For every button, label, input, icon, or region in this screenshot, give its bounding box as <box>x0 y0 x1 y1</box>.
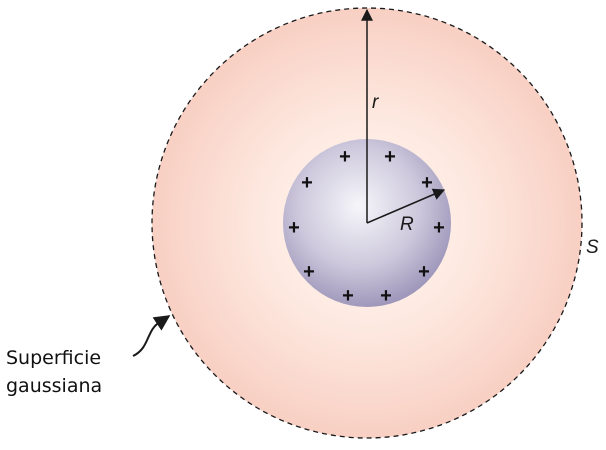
caption-pointer-arrow <box>132 315 171 357</box>
caption-line-1: Superficie <box>6 347 102 369</box>
charges-group: + + + + + + + + + + <box>288 146 445 307</box>
caption-line-2: gaussiana <box>6 375 103 397</box>
charge-plus: + <box>301 172 313 194</box>
charge-plus: + <box>380 285 392 307</box>
charge-plus: + <box>384 146 396 168</box>
gaussian-surface-caption: Superficie gaussiana <box>6 344 102 400</box>
radius-R-arrow <box>366 188 446 224</box>
radius-r-label: r <box>372 92 379 113</box>
charge-plus: + <box>288 217 300 239</box>
charge-plus: + <box>418 261 430 283</box>
charge-plus: + <box>342 285 354 307</box>
surface-S-label: S <box>586 237 599 258</box>
charge-plus: + <box>421 172 433 194</box>
radius-R-label: R <box>400 214 414 235</box>
charge-plus: + <box>433 217 445 239</box>
charge-plus: + <box>339 146 351 168</box>
charge-plus: + <box>303 261 315 283</box>
